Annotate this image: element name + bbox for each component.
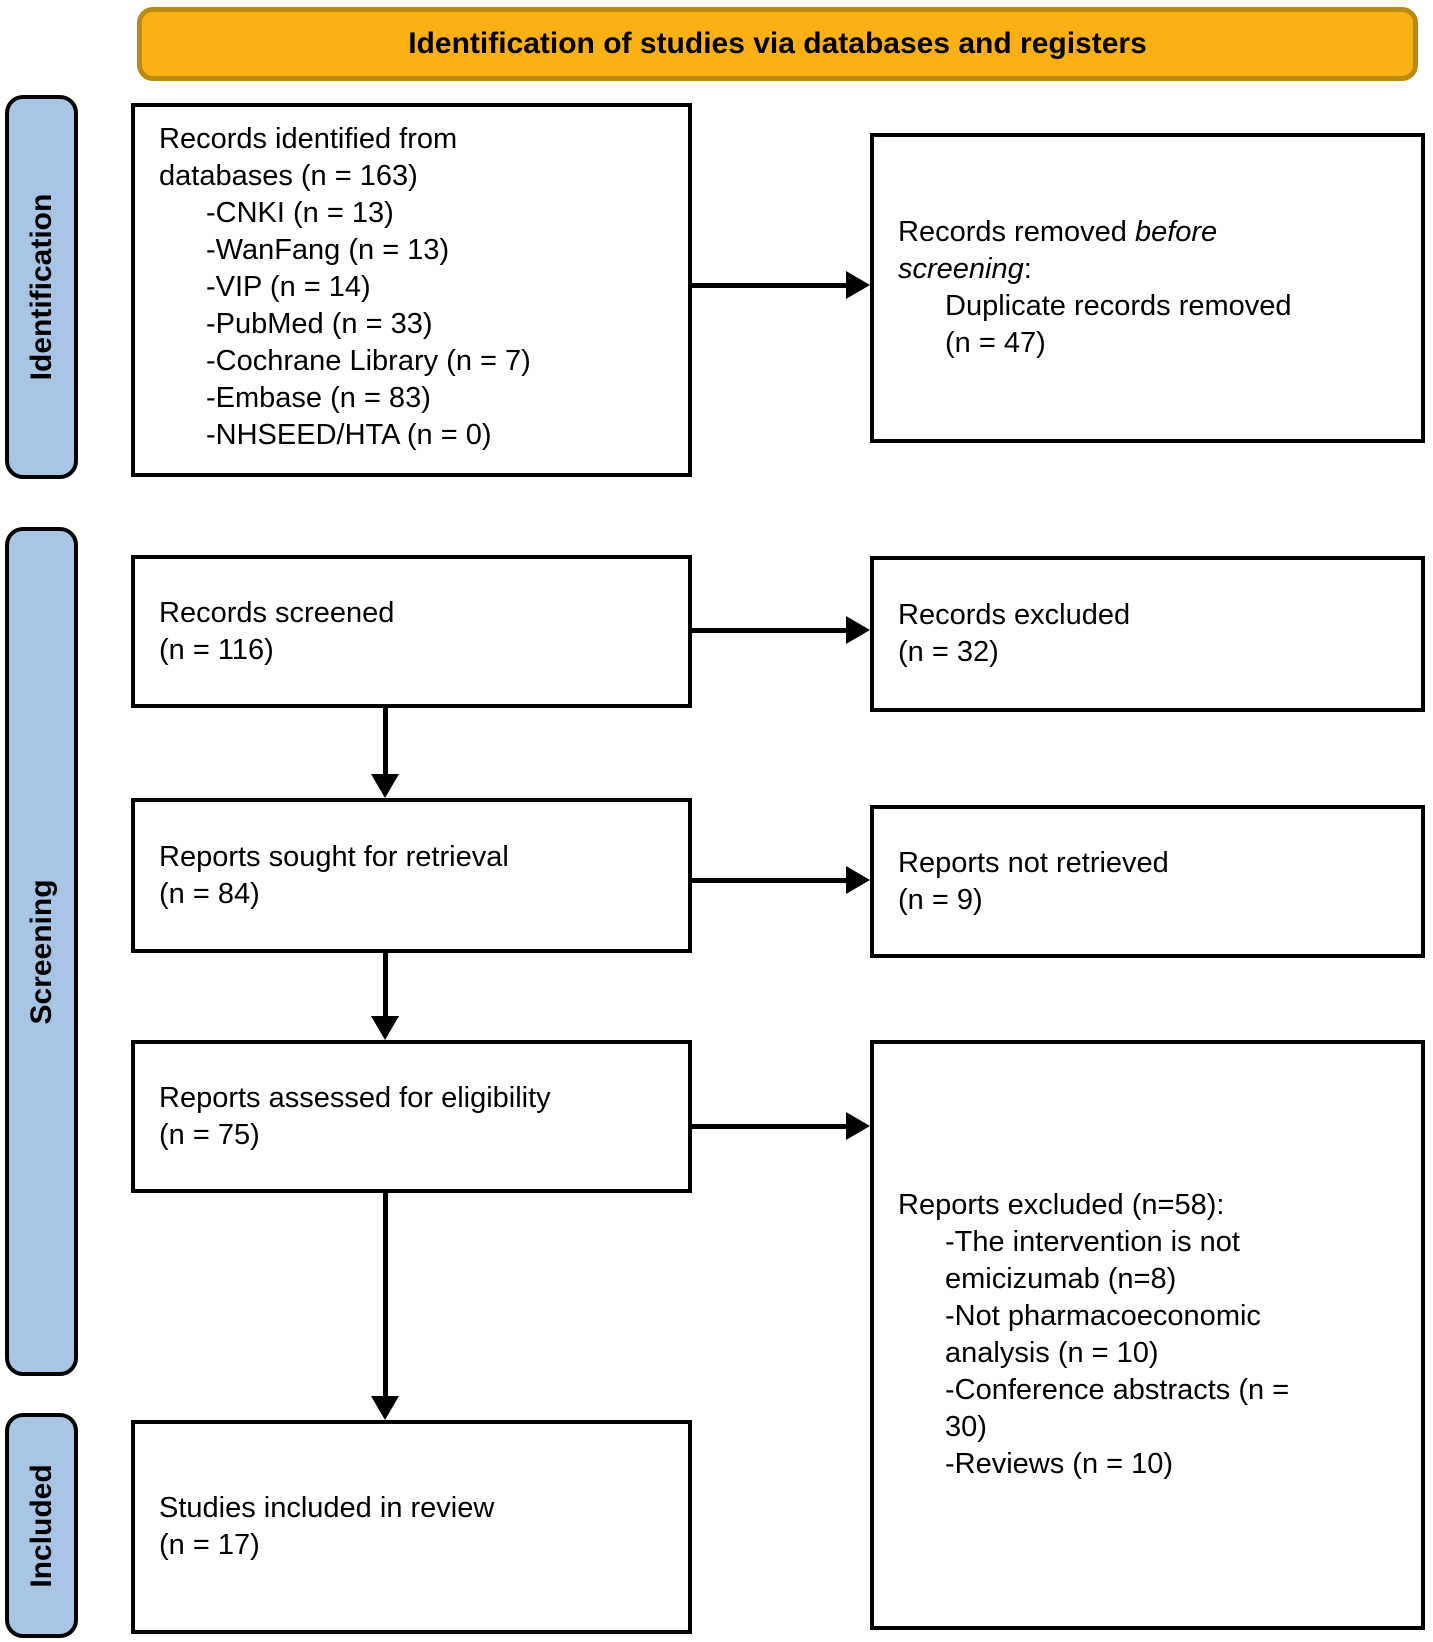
box-reports-sought-for-retrieval: Reports sought for retrieval (n = 84) [131,798,692,953]
box-text-line: Studies included in review [159,1492,495,1524]
box-studies-included-in-review: Studies included in review (n = 17) [131,1420,692,1634]
stage-label-included-text: Included [24,1463,58,1588]
arrowhead-right-icon [846,1112,870,1140]
box-text-line: (n = 47) [945,327,1046,359]
box-text-line: -NHSEED/HTA (n = 0) [206,419,492,451]
text-italic: screening [898,253,1024,285]
text-italic: before [1134,216,1218,248]
box-text-line: (n = 32) [898,636,999,668]
stage-label-identification-text: Identification [24,193,58,381]
box-text-line: (n = 75) [159,1118,260,1151]
box-text-line: -Embase (n = 83) [206,382,431,414]
box-text-line: -VIP (n = 14) [206,271,371,303]
box-records-screened: Records screened (n = 116) [131,555,692,708]
arrow-sought-to-not-retrieved [692,878,846,883]
box-text-line: Records removed before [898,214,1405,251]
stage-label-screening: Screening [5,527,78,1376]
arrow-assessed-to-reports-excluded [692,1124,846,1129]
text-normal: Records removed [898,216,1135,248]
box-records-identified: Records identified from databases (n = 1… [131,103,692,477]
arrowhead-down-icon [371,1396,399,1420]
arrow-sought-to-assessed [383,953,388,1016]
arrowhead-down-icon [371,1016,399,1040]
arrow-assessed-to-included [383,1193,388,1396]
arrowhead-right-icon [846,866,870,894]
arrowhead-right-icon [846,271,870,299]
arrowhead-down-icon [371,774,399,798]
box-text-line: Reports assessed for eligibility [159,1081,551,1114]
box-text-line: -Cochrane Library (n = 7) [206,345,531,377]
arrowhead-right-icon [846,616,870,644]
box-text-line: Records excluded [898,599,1131,631]
box-text-line: Reports excluded (n=58): [898,1189,1225,1221]
box-text-line: -WanFang (n = 13) [206,234,450,266]
box-text-line: emicizumab (n=8) [945,1263,1177,1295]
box-text-line: -Reviews (n = 10) [945,1448,1174,1480]
box-reports-not-retrieved: Reports not retrieved (n = 9) [870,805,1425,958]
box-reports-excluded: Reports excluded (n=58): -The interventi… [870,1040,1425,1630]
diagram-title: Identification of studies via databases … [408,27,1147,60]
text-normal: : [1023,253,1032,285]
arrow-screened-to-excluded [692,628,846,633]
box-text-line: -The intervention is not [945,1226,1240,1258]
box-text-line: (n = 84) [159,877,260,910]
box-text-line: (n = 116) [159,633,274,666]
box-text-line: -Conference abstracts (n = [945,1374,1290,1406]
stage-label-included: Included [5,1413,78,1638]
stage-label-screening-text: Screening [24,878,58,1025]
box-records-excluded: Records excluded (n = 32) [870,556,1425,712]
box-text-line: databases (n = 163) [159,160,418,192]
box-reports-assessed-for-eligibility: Reports assessed for eligibility (n = 75… [131,1040,692,1193]
stage-label-identification: Identification [5,95,78,479]
arrow-screened-to-sought [383,708,388,774]
diagram-title-bar: Identification of studies via databases … [137,7,1418,81]
box-text-line: -CNKI (n = 13) [206,197,394,229]
box-text-line: Reports not retrieved [898,846,1169,879]
box-text-line: Records screened [159,596,395,629]
box-text-line: Records identified from [159,123,458,155]
box-text-line: -PubMed (n = 33) [206,308,433,340]
box-text-line: Reports sought for retrieval [159,840,509,873]
box-records-removed-before-screening: Records removed before screening: Duplic… [870,133,1425,443]
box-text-line: screening: [898,251,1405,288]
box-text-line: (n = 9) [898,883,983,916]
box-text-line: -Not pharmacoeconomic [945,1300,1261,1332]
box-text-line: Duplicate records removed [945,290,1292,322]
box-text-line: (n = 17) [159,1529,260,1561]
arrow-identified-to-removed [692,283,846,288]
box-text-line: analysis (n = 10) [945,1337,1159,1369]
box-text-line: 30) [945,1411,987,1443]
